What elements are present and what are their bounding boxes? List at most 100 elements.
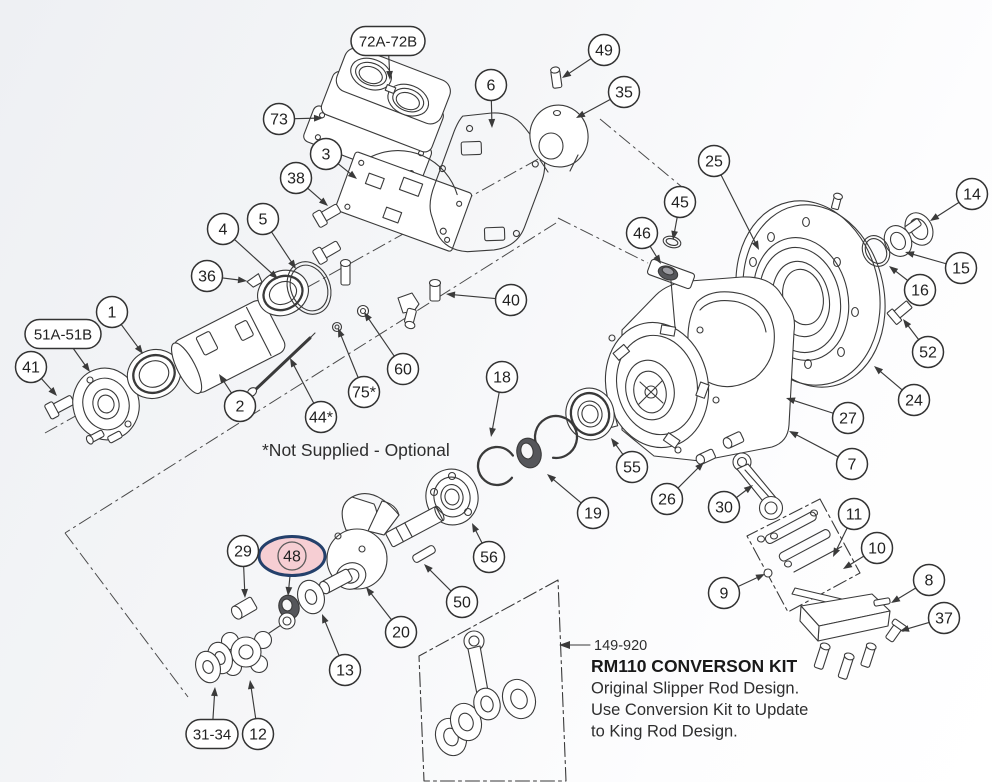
callout-31-34[interactable]: 31-34 xyxy=(185,718,239,750)
centerline xyxy=(64,532,189,698)
callout-12[interactable]: 12 xyxy=(241,717,275,751)
callout-13[interactable]: 13 xyxy=(328,653,362,687)
balloon-label: 37 xyxy=(935,611,953,628)
balloon-label: 1 xyxy=(108,305,117,322)
balloon-shape xyxy=(607,75,641,109)
callout-48[interactable]: 48 xyxy=(257,535,327,577)
balloon-shape xyxy=(185,718,239,750)
part-crankcase xyxy=(604,235,796,465)
callout-25[interactable]: 25 xyxy=(697,144,731,178)
callout-56[interactable]: 56 xyxy=(472,540,506,574)
balloon-shape xyxy=(485,360,519,394)
balloon-shape xyxy=(944,251,978,285)
arrowhead-19 xyxy=(547,474,557,483)
callout-46[interactable]: 46 xyxy=(625,216,659,250)
balloon-label: 14 xyxy=(963,187,981,204)
callout-11[interactable]: 11 xyxy=(837,497,871,531)
leader-60 xyxy=(366,316,395,357)
part-oring-16 xyxy=(861,235,891,267)
balloon-shape xyxy=(587,33,621,67)
arrowhead-41 xyxy=(48,387,57,396)
balloon-shape xyxy=(927,601,961,635)
callout-8[interactable]: 8 xyxy=(912,563,946,597)
callout-73[interactable]: 73 xyxy=(262,102,296,136)
balloon-label: 50 xyxy=(453,595,471,612)
callout-37[interactable]: 37 xyxy=(927,601,961,635)
arrowhead-14 xyxy=(930,213,940,221)
callout-6[interactable]: 6 xyxy=(474,68,508,102)
callout-7[interactable]: 7 xyxy=(835,447,869,481)
callout-52[interactable]: 52 xyxy=(911,335,945,369)
balloon-label: 72A-72B xyxy=(359,34,417,51)
callout-5[interactable]: 5 xyxy=(246,202,280,236)
callout-38[interactable]: 38 xyxy=(279,161,313,195)
callout-50[interactable]: 50 xyxy=(445,585,479,619)
callout-9[interactable]: 9 xyxy=(707,576,741,610)
callout-49[interactable]: 49 xyxy=(587,33,621,67)
callout-10[interactable]: 10 xyxy=(860,531,894,565)
callout-72A-72B[interactable]: 72A-72B xyxy=(350,25,426,57)
callout-19[interactable]: 19 xyxy=(576,496,610,530)
arrowhead-10 xyxy=(843,561,853,569)
arrowhead-26 xyxy=(695,462,704,471)
kit-line-2: Use Conversion Kit to Update xyxy=(591,701,808,719)
callout-26[interactable]: 26 xyxy=(650,482,684,516)
balloon-shape xyxy=(206,212,240,246)
callout-1[interactable]: 1 xyxy=(95,295,129,329)
leader-27 xyxy=(791,399,834,414)
balloon-label: 4 xyxy=(219,222,228,239)
balloon-label: 41 xyxy=(22,360,40,377)
callout-45[interactable]: 45 xyxy=(663,185,697,219)
callout-55[interactable]: 55 xyxy=(615,450,649,484)
balloon-shape xyxy=(615,450,649,484)
balloon-shape xyxy=(241,717,275,751)
balloon-shape xyxy=(955,177,989,211)
callout-44*[interactable]: 44* xyxy=(304,400,338,434)
balloon-label: 44* xyxy=(309,410,333,427)
kit-leader-arrow xyxy=(559,641,570,649)
callout-3[interactable]: 3 xyxy=(309,137,343,171)
callout-60[interactable]: 60 xyxy=(386,352,420,386)
callout-2[interactable]: 2 xyxy=(223,389,257,423)
callout-18[interactable]: 18 xyxy=(485,360,519,394)
callout-29[interactable]: 29 xyxy=(226,534,260,568)
balloon-label: 60 xyxy=(394,362,412,379)
part-key-36 xyxy=(246,273,263,288)
arrowhead-29 xyxy=(241,588,249,598)
leader-51A-51B xyxy=(72,347,87,368)
part-rod-cluster-12 xyxy=(220,612,296,677)
kit-line-1: Original Slipper Rod Design. xyxy=(591,680,799,698)
part-bolt-49 xyxy=(550,66,563,89)
callout-27[interactable]: 27 xyxy=(831,401,865,435)
balloon-shape xyxy=(279,161,313,195)
callout-14[interactable]: 14 xyxy=(955,177,989,211)
part-bearing-55 xyxy=(565,387,615,441)
callout-4[interactable]: 4 xyxy=(206,212,240,246)
callout-75*[interactable]: 75* xyxy=(347,375,381,409)
arrowhead-20 xyxy=(366,587,375,597)
leader-26 xyxy=(677,465,701,489)
part-plug-15 xyxy=(883,218,922,257)
callout-30[interactable]: 30 xyxy=(707,490,741,524)
balloon-shape xyxy=(474,68,508,102)
callout-51A-51B[interactable]: 51A-51B xyxy=(24,318,102,350)
part-elbow-fitting xyxy=(397,292,420,330)
arrowhead-13 xyxy=(322,614,329,624)
callout-15[interactable]: 15 xyxy=(944,251,978,285)
callout-35[interactable]: 35 xyxy=(607,75,641,109)
balloon-shape xyxy=(309,137,343,171)
balloon-label: 10 xyxy=(868,541,886,558)
callout-24[interactable]: 24 xyxy=(897,383,931,417)
arrowhead-30 xyxy=(743,485,753,494)
callout-40[interactable]: 40 xyxy=(494,283,528,317)
balloon-shape xyxy=(328,653,362,687)
part-washer-13 xyxy=(297,579,325,615)
callout-41[interactable]: 41 xyxy=(14,350,48,384)
kit-title: RM110 CONVERSON KIT xyxy=(591,656,797,676)
callout-16[interactable]: 16 xyxy=(903,273,937,307)
callout-20[interactable]: 20 xyxy=(384,615,418,649)
leader-10 xyxy=(847,555,865,567)
callout-36[interactable]: 36 xyxy=(190,259,224,293)
balloon-label: 18 xyxy=(493,370,511,387)
